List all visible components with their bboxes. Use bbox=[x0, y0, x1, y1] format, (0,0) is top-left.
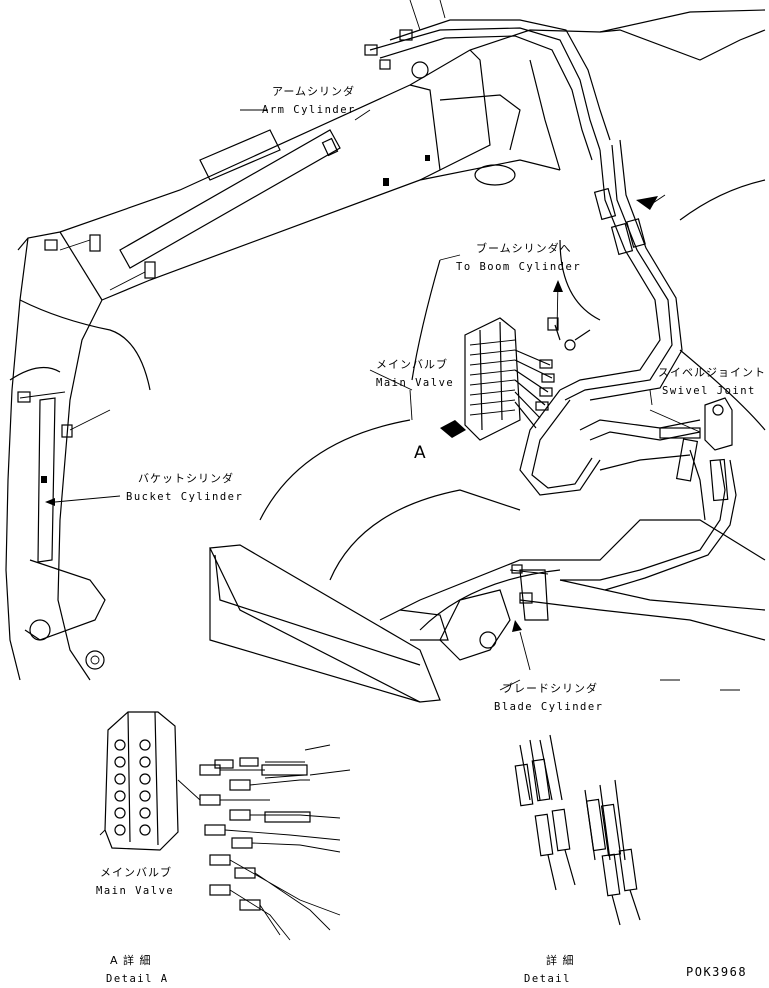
bucket-cylinder-label-en: Bucket Cylinder bbox=[126, 491, 243, 503]
callout-labels: アームシリンダ Arm Cylinder ブームシリンダへ To Boom Cy… bbox=[96, 84, 766, 985]
main-valve-block bbox=[409, 280, 591, 441]
swivel-joint-label-jp: スイベルジョイント bbox=[658, 366, 766, 379]
view-a-marker: A bbox=[414, 443, 426, 463]
leader-lines bbox=[45, 109, 653, 691]
main-valve-label-jp: メインバルブ bbox=[376, 357, 448, 371]
blade-cylinder-label-jp: ブレードシリンダ bbox=[502, 681, 598, 695]
detail-b-title-jp: 詳 細 bbox=[546, 953, 575, 967]
blade-cylinder-label-en: Blade Cylinder bbox=[494, 701, 604, 713]
detail-a-drawing bbox=[99, 711, 351, 941]
hose-routing bbox=[519, 139, 737, 591]
bucket-cylinder-label-jp: バケットシリンダ bbox=[138, 471, 234, 485]
detail-main-valve-label-jp: メインバルブ bbox=[100, 865, 172, 879]
drawing-code: POK3968 bbox=[686, 965, 747, 979]
main-valve-label-en: Main Valve bbox=[376, 377, 454, 389]
boom-cylinder-label-jp: ブームシリンダへ bbox=[476, 241, 572, 255]
arm-cylinder-label-en: Arm Cylinder bbox=[262, 104, 356, 116]
detail-a-title-en: Detail A bbox=[106, 973, 169, 983]
detail-b-drawing bbox=[514, 734, 641, 926]
boom-cylinder-label-en: To Boom Cylinder bbox=[456, 261, 581, 273]
arm-cylinder-label-jp: アームシリンダ bbox=[272, 84, 355, 98]
chassis-and-blade bbox=[209, 179, 766, 703]
detail-b-title-en: Detail bbox=[524, 973, 571, 983]
detail-main-valve-label-en: Main Valve bbox=[96, 885, 174, 897]
swivel-joint-label-en: Swivel Joint bbox=[662, 385, 756, 397]
boom-structure bbox=[5, 0, 766, 681]
swivel-joint bbox=[649, 397, 733, 502]
detail-a-title-jp: A 詳 細 bbox=[110, 953, 152, 967]
